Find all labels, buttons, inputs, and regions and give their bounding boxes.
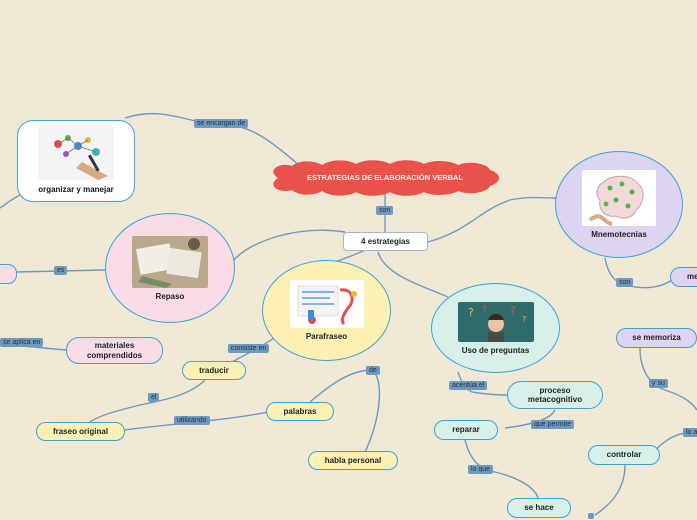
node-offscreen-right[interactable]: me: [670, 267, 697, 287]
link-label-lo-partial: lo a: [683, 428, 697, 437]
organizer-image-icon: [38, 126, 114, 180]
link-label-se-encargan: se encargan de: [194, 119, 249, 128]
svg-text:?: ?: [468, 306, 474, 319]
node-reparar[interactable]: reparar: [434, 420, 498, 440]
node-se-hace[interactable]: se hace: [507, 498, 571, 518]
node-uso-de-preguntas[interactable]: ? ? ? ? Uso de preguntas: [431, 283, 560, 373]
node-palabras[interactable]: palabras: [266, 402, 334, 421]
node-se-memoriza[interactable]: se memoriza: [616, 328, 697, 348]
parafraseo-image-icon: [289, 280, 364, 328]
svg-text:?: ?: [510, 304, 516, 317]
node-traducir[interactable]: traducir: [182, 361, 246, 380]
node-repaso[interactable]: Repaso: [105, 213, 235, 323]
node-controlar[interactable]: controlar: [588, 445, 660, 465]
link-label-utilizando: utilizando: [174, 416, 210, 425]
node-offscreen-left[interactable]: [0, 264, 17, 284]
node-frase-original[interactable]: fraseo original: [36, 422, 125, 441]
link-label-son-1: son: [376, 206, 394, 215]
link-label-consiste: consiste en: [228, 344, 270, 353]
central-title[interactable]: ESTRATEGIAS DE ELABORACIÓN VERBAL: [306, 172, 464, 182]
link-label-de: de: [366, 366, 380, 375]
link-label-el: el: [148, 393, 160, 402]
preguntas-image-icon: ? ? ? ?: [457, 301, 534, 342]
node-4-estrategias[interactable]: 4 estrategias: [343, 232, 428, 251]
link-label-que-permite: que permite: [531, 420, 574, 429]
node-mnemotecnias[interactable]: Mnemotecnias: [555, 151, 683, 258]
node-proceso-metacognitivo[interactable]: proceso metacognitivo: [507, 381, 603, 409]
svg-text:?: ?: [522, 315, 526, 324]
node-parafraseo[interactable]: Parafraseo: [262, 260, 391, 361]
link-label-acentua: acentúa el: [449, 381, 488, 390]
svg-text:?: ?: [482, 305, 487, 315]
node-habla-personal[interactable]: habla personal: [308, 451, 398, 470]
link-label-small: [588, 513, 594, 519]
node-materiales-comprendidos[interactable]: materiales comprendidos: [66, 337, 163, 364]
node-organizar[interactable]: organizar y manejar: [17, 120, 135, 202]
link-label-es: es: [54, 266, 68, 275]
link-label-y-su: y su: [649, 379, 668, 388]
link-label-se-aplica: se aplica en: [0, 338, 44, 347]
link-label-son-2: son: [616, 278, 634, 287]
repaso-image-icon: [132, 235, 208, 288]
mnemotecnias-brain-icon: [582, 170, 656, 226]
central-cloud-shape: [273, 160, 499, 196]
link-label-lo-que: lo que: [468, 465, 494, 474]
